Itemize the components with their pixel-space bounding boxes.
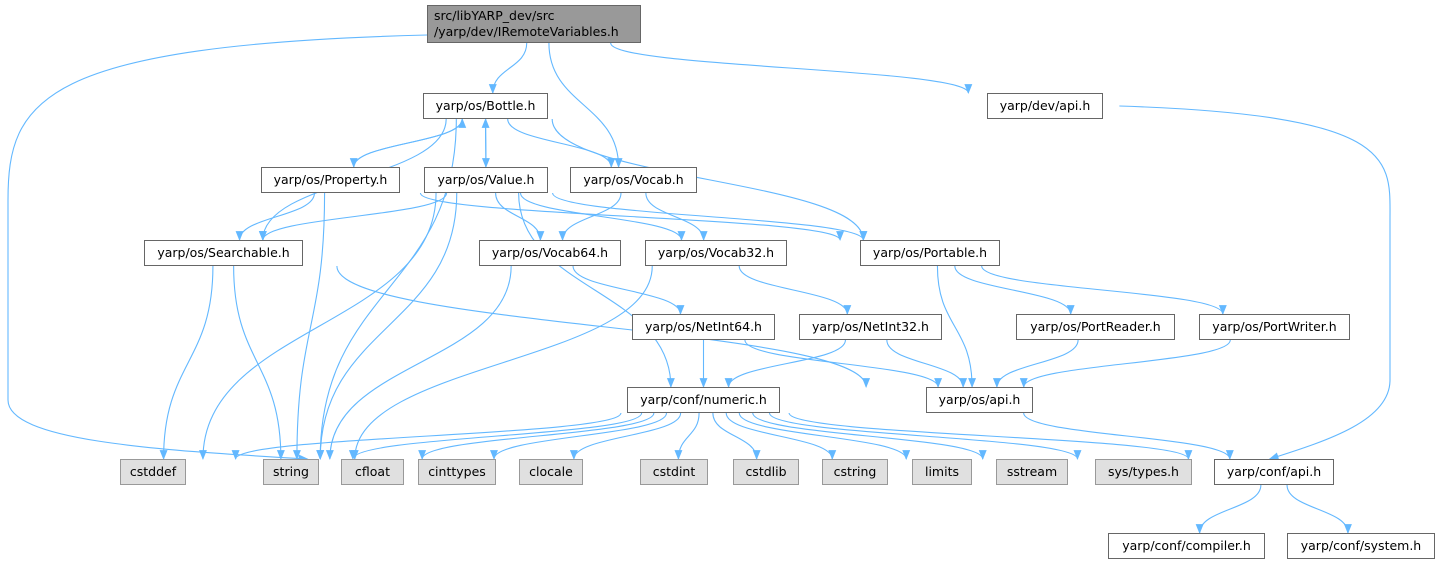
node-conf-numeric[interactable]: yarp/conf/numeric.h: [627, 387, 780, 413]
edge-numeric-to-systypes: [768, 412, 1082, 460]
edge-vocab-to-vocab32: [645, 192, 708, 241]
edge-numeric-to-cstddef: [231, 412, 622, 460]
node-conf-compiler[interactable]: yarp/conf/compiler.h: [1108, 533, 1265, 559]
edge-property-to-bottle: [353, 118, 467, 168]
edge-portable-to-portreader: [954, 265, 1075, 315]
edge-searchable-to-cstddef: [159, 265, 214, 460]
node-limits: limits: [912, 459, 972, 485]
edge-property-to-string: [292, 192, 326, 460]
node-sstream: sstream: [996, 459, 1068, 485]
edge-value-to-portable: [552, 192, 868, 241]
node-os-api[interactable]: yarp/os/api.h: [926, 387, 1033, 413]
edge-numeric-to-cinttypes: [490, 412, 668, 460]
node-clocale: clocale: [519, 459, 583, 485]
edge-netint32-to-osapi: [886, 339, 968, 388]
root-node-iremotevariables: src/libYARP_dev/src /yarp/dev/IRemoteVar…: [427, 5, 641, 43]
node-value[interactable]: yarp/os/Value.h: [424, 167, 548, 193]
node-portwriter[interactable]: yarp/os/PortWriter.h: [1199, 314, 1350, 340]
edge-vocab64-to-string: [325, 265, 512, 460]
edge-numeric-to-cstdlib: [712, 412, 761, 460]
edge-property-to-portable: [419, 192, 844, 241]
edge-numeric-to-string: [349, 412, 643, 460]
edge-searchable-to-string: [233, 265, 285, 460]
edge-bottle-to-vocab: [507, 118, 616, 168]
node-portreader[interactable]: yarp/os/PortReader.h: [1016, 314, 1175, 340]
node-sys-types: sys/types.h: [1095, 459, 1192, 485]
edge-portable-to-portwriter: [981, 265, 1227, 315]
edge-numeric-to-cfloat: [418, 412, 655, 460]
node-conf-system[interactable]: yarp/conf/system.h: [1287, 533, 1435, 559]
node-conf-api[interactable]: yarp/conf/api.h: [1214, 459, 1334, 485]
node-dev-api[interactable]: yarp/dev/api.h: [987, 93, 1103, 119]
edge-netint64-to-osapi: [744, 339, 942, 388]
edge-value-to-string: [316, 192, 458, 460]
node-string: string: [263, 459, 319, 485]
edge-value-to-vocab64: [495, 192, 545, 241]
node-vocab64[interactable]: yarp/os/Vocab64.h: [479, 240, 621, 266]
node-cstdint: cstdint: [640, 459, 708, 485]
node-cfloat: cfloat: [341, 459, 404, 485]
edge-confapi-to-compiler: [1195, 484, 1262, 534]
root-node-line1: src/libYARP_dev/src: [434, 8, 555, 23]
node-bottle[interactable]: yarp/os/Bottle.h: [423, 93, 548, 119]
node-searchable[interactable]: yarp/os/Searchable.h: [144, 240, 303, 266]
node-cstdlib: cstdlib: [733, 459, 799, 485]
edge-root-to-bottle: [488, 42, 528, 94]
edge-vocab64-to-netint64: [572, 265, 685, 315]
edge-portable-to-osapi: [936, 265, 977, 388]
edge-value-to-cstddef: [199, 192, 437, 460]
edge-root-to-vocab: [548, 42, 623, 168]
edge-vocab-to-vocab64: [558, 192, 622, 241]
edge-searchable-to-osapi: [336, 265, 870, 388]
edge-netint32-to-numeric: [724, 339, 846, 388]
node-vocab32[interactable]: yarp/os/Vocab32.h: [645, 240, 787, 266]
edge-confapi-to-system: [1286, 484, 1352, 534]
edge-portwriter-to-osapi: [1019, 339, 1231, 388]
edge-numeric-to-cstdint: [674, 412, 700, 460]
edge-osapi-to-confapi: [1023, 412, 1234, 460]
edge-root-to-devapi: [610, 42, 973, 94]
edge-value-to-searchable: [258, 192, 448, 241]
node-cinttypes: cinttypes: [418, 459, 496, 485]
edge-numeric-to-confapi: [788, 412, 1193, 460]
node-vocab[interactable]: yarp/os/Vocab.h: [570, 167, 697, 193]
node-netint32[interactable]: yarp/os/NetInt32.h: [799, 314, 942, 340]
node-cstddef: cstddef: [120, 459, 186, 485]
edge-root-to-string: [7, 34, 428, 463]
edge-value-to-numeric: [518, 192, 675, 388]
edge-portreader-to-osapi: [992, 339, 1079, 388]
edge-property-to-searchable: [235, 192, 315, 241]
node-cstring: cstring: [822, 459, 888, 485]
edge-vocab32-to-netint32: [738, 265, 852, 315]
edge-numeric-to-limits: [738, 412, 911, 460]
edge-numeric-to-sstream: [752, 412, 987, 460]
root-node-line2: /yarp/dev/IRemoteVariables.h: [434, 24, 619, 39]
node-property[interactable]: yarp/os/Property.h: [261, 167, 400, 193]
edge-bottle-to-portable: [551, 118, 868, 241]
node-portable[interactable]: yarp/os/Portable.h: [860, 240, 1000, 266]
edge-value-to-vocab32: [519, 192, 686, 241]
edge-devapi-to-confapi: [1119, 105, 1391, 461]
edge-numeric-to-clocale: [569, 412, 682, 460]
edge-vocab32-to-string: [350, 265, 653, 460]
node-netint64[interactable]: yarp/os/NetInt64.h: [632, 314, 775, 340]
edge-numeric-to-cstring: [725, 412, 837, 460]
